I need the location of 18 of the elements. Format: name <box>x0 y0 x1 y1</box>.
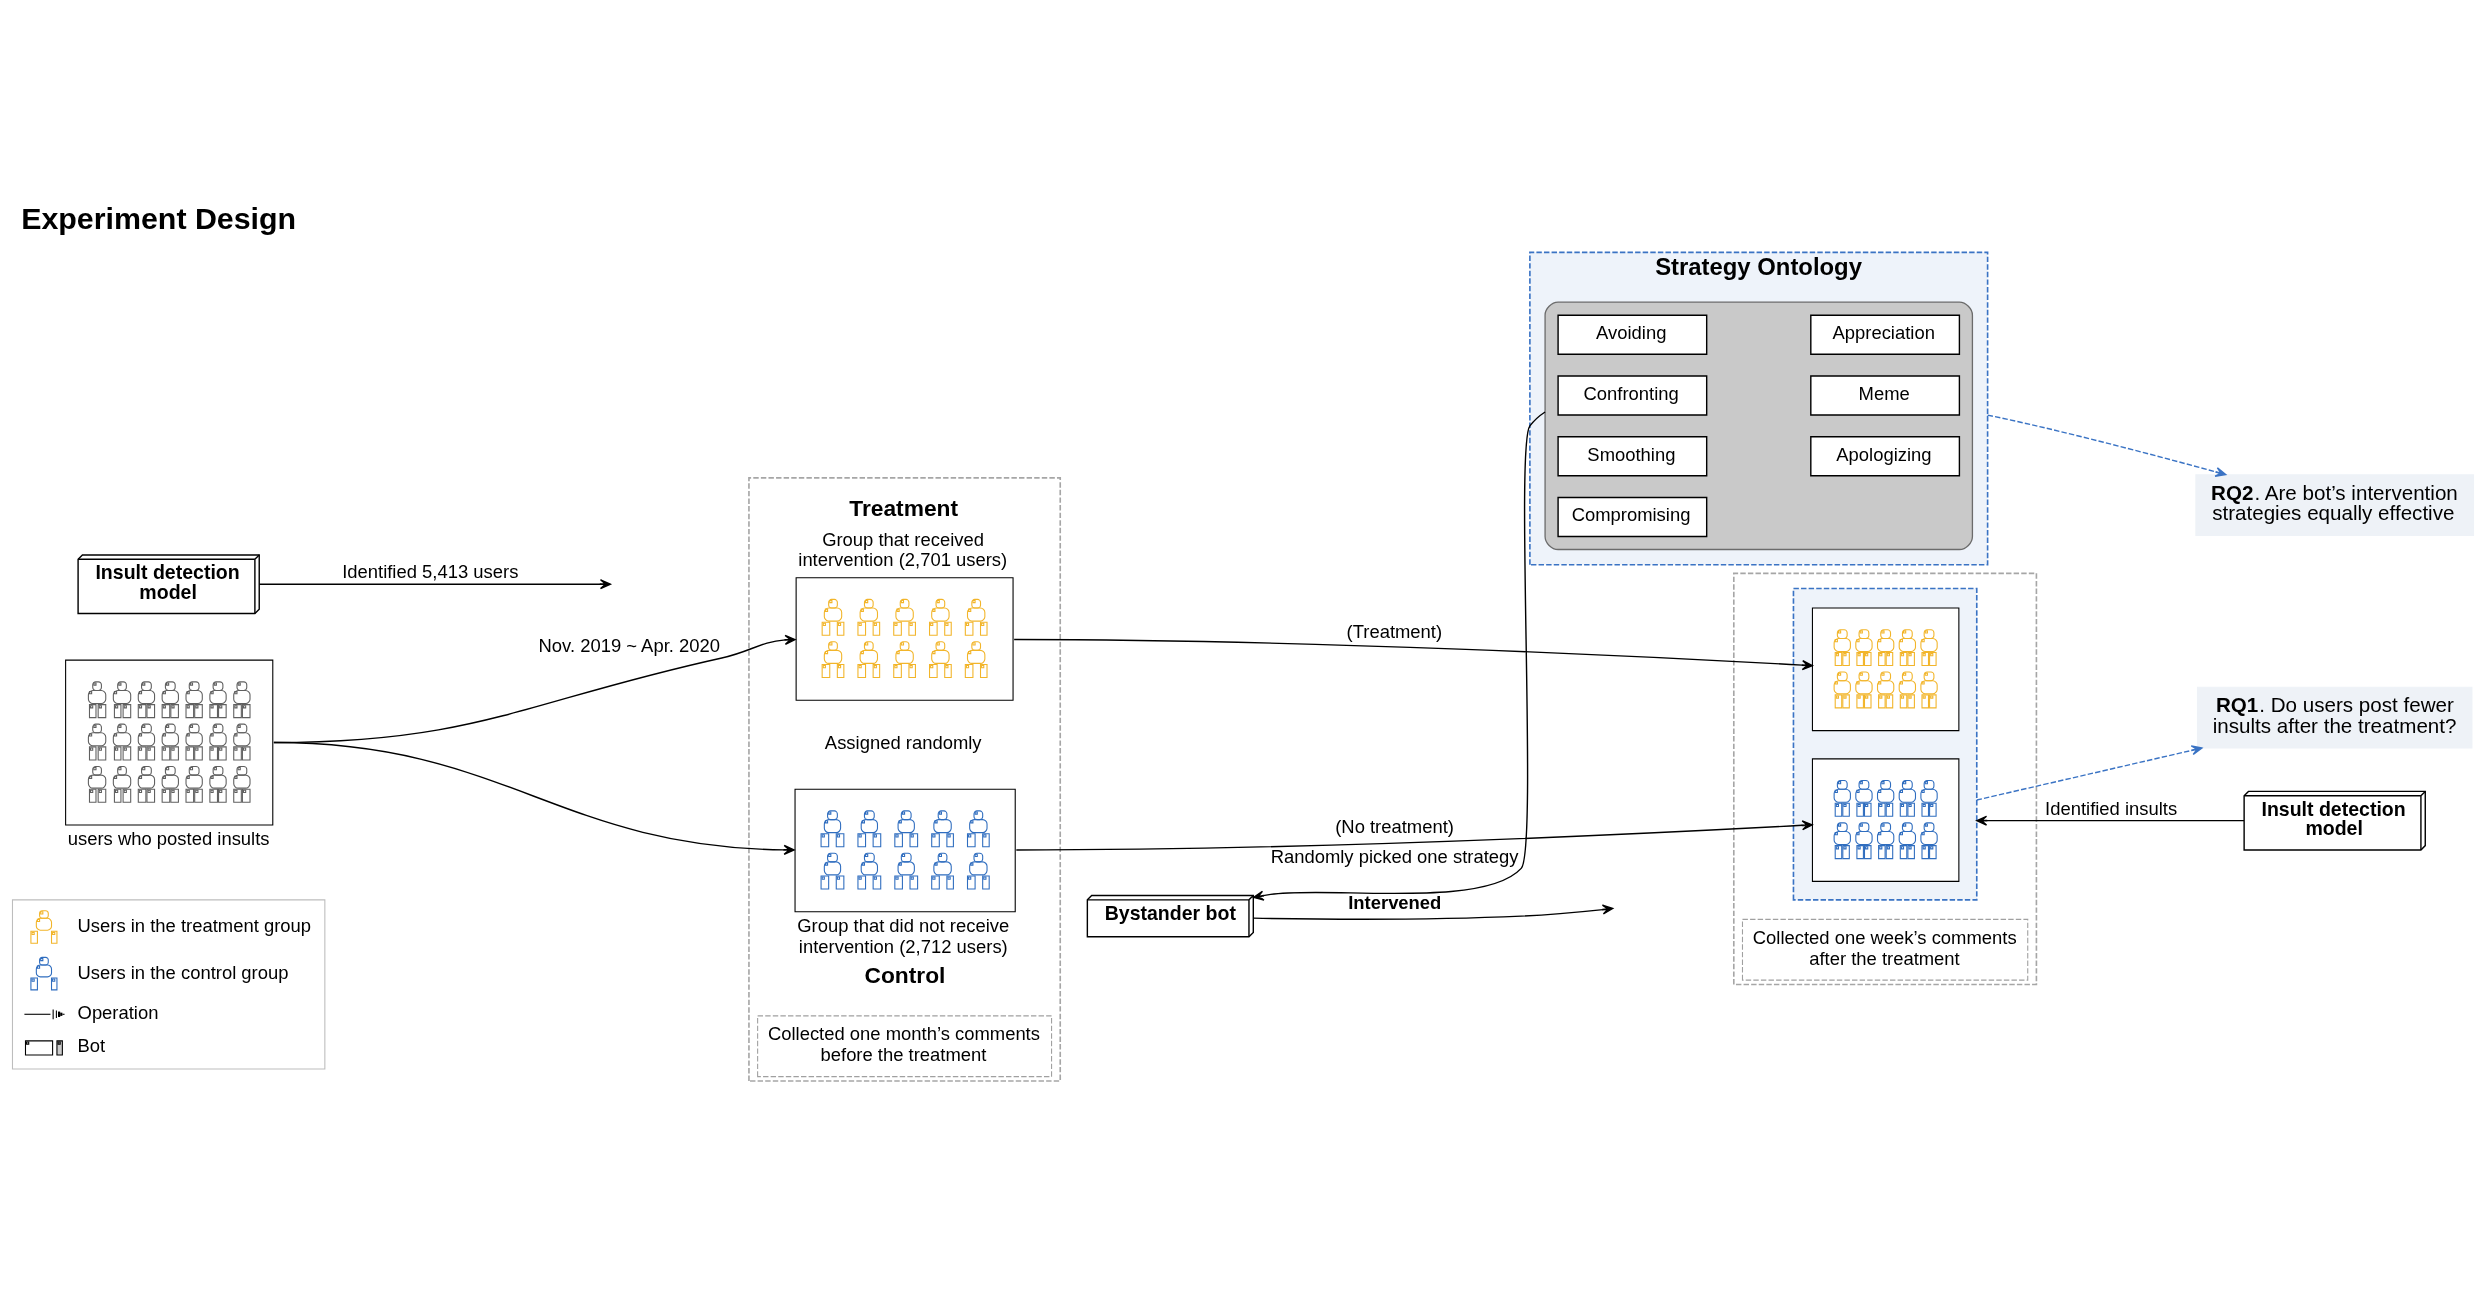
edge-label: Identified insults <box>2045 797 2178 819</box>
edge-label: (No treatment) <box>1335 815 1454 837</box>
legend-label: Bot <box>77 1034 106 1056</box>
legend-label: Users in the treatment group <box>77 914 312 936</box>
node-label: Group that did not receive intervention (2,712 users) <box>797 914 1010 957</box>
node-label: Control <box>864 961 946 988</box>
edge-label: (Treatment) <box>1346 620 1443 642</box>
node-label: Group that received intervention (2,701 users) <box>798 528 1008 570</box>
node-label: users who posted insults <box>67 827 270 849</box>
edge-label: Randomly picked one strategy <box>1270 845 1519 867</box>
diagram-title: Experiment Design <box>21 201 297 235</box>
edge-label: Identified 5,413 users <box>342 560 519 582</box>
label: Assigned randomly <box>824 731 982 753</box>
edge-label: Nov. 2019 ~ Apr. 2020 <box>538 634 720 656</box>
node-label: Treatment <box>849 494 959 521</box>
legend-label: Users in the control group <box>77 961 289 983</box>
edge-label: Intervened <box>1348 891 1442 913</box>
legend-label: Operation <box>77 1001 159 1023</box>
